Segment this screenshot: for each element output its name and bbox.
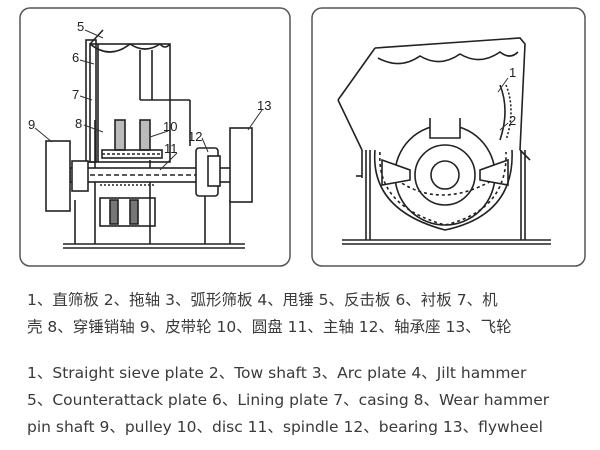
callout-10: 10 — [163, 119, 177, 134]
side-view-leader-lines — [34, 29, 263, 171]
legend-chinese: 1、直筛板 2、拖轴 3、弧形筛板 4、甩锤 5、反击板 6、衬板 7、机 壳 … — [27, 287, 587, 341]
pulley — [45, 140, 89, 212]
side-view-rotor — [101, 119, 163, 225]
callout-12: 12 — [188, 129, 202, 144]
front-view-casing — [337, 37, 531, 178]
legend-chinese-line-2: 壳 8、穿锤销轴 9、皮带轮 10、圆盘 11、主轴 12、轴承座 13、飞轮 — [27, 318, 512, 336]
legend-chinese-line-1: 1、直筛板 2、拖轴 3、弧形筛板 4、甩锤 5、反击板 6、衬板 7、机 — [27, 291, 498, 309]
legend-english-line-3: pin shaft 9、pulley 10、disc 11、spindle 12… — [27, 418, 543, 436]
callout-8: 8 — [75, 116, 82, 131]
callout-1: 1 — [509, 65, 516, 80]
arc-plate — [373, 149, 513, 231]
callout-9: 9 — [28, 117, 35, 132]
front-view-rotor — [381, 118, 509, 226]
legend-english: 1、Straight sieve plate 2、Tow shaft 3、Arc… — [27, 360, 587, 441]
flywheel — [229, 127, 253, 203]
callout-7: 7 — [72, 87, 79, 102]
front-view-base-frame — [342, 150, 551, 245]
side-view-panel: 5 6 7 8 9 10 11 12 13 — [19, 7, 291, 267]
legend-english-line-2: 5、Counterattack plate 6、Lining plate 7、c… — [27, 391, 550, 409]
front-view-leader-lines — [497, 77, 509, 131]
side-view-casing — [85, 29, 191, 227]
callout-6: 6 — [72, 50, 79, 65]
callout-2: 2 — [509, 113, 516, 128]
bearing — [195, 147, 221, 197]
callout-11: 11 — [164, 141, 178, 156]
callout-5: 5 — [77, 19, 84, 34]
legend-english-line-1: 1、Straight sieve plate 2、Tow shaft 3、Arc… — [27, 364, 527, 382]
straight-sieve-plate — [499, 84, 512, 141]
front-view-panel: 1 2 — [311, 7, 586, 267]
crusher-diagrams: 5 6 7 8 9 10 11 12 13 — [19, 7, 586, 267]
callout-13: 13 — [257, 98, 271, 113]
